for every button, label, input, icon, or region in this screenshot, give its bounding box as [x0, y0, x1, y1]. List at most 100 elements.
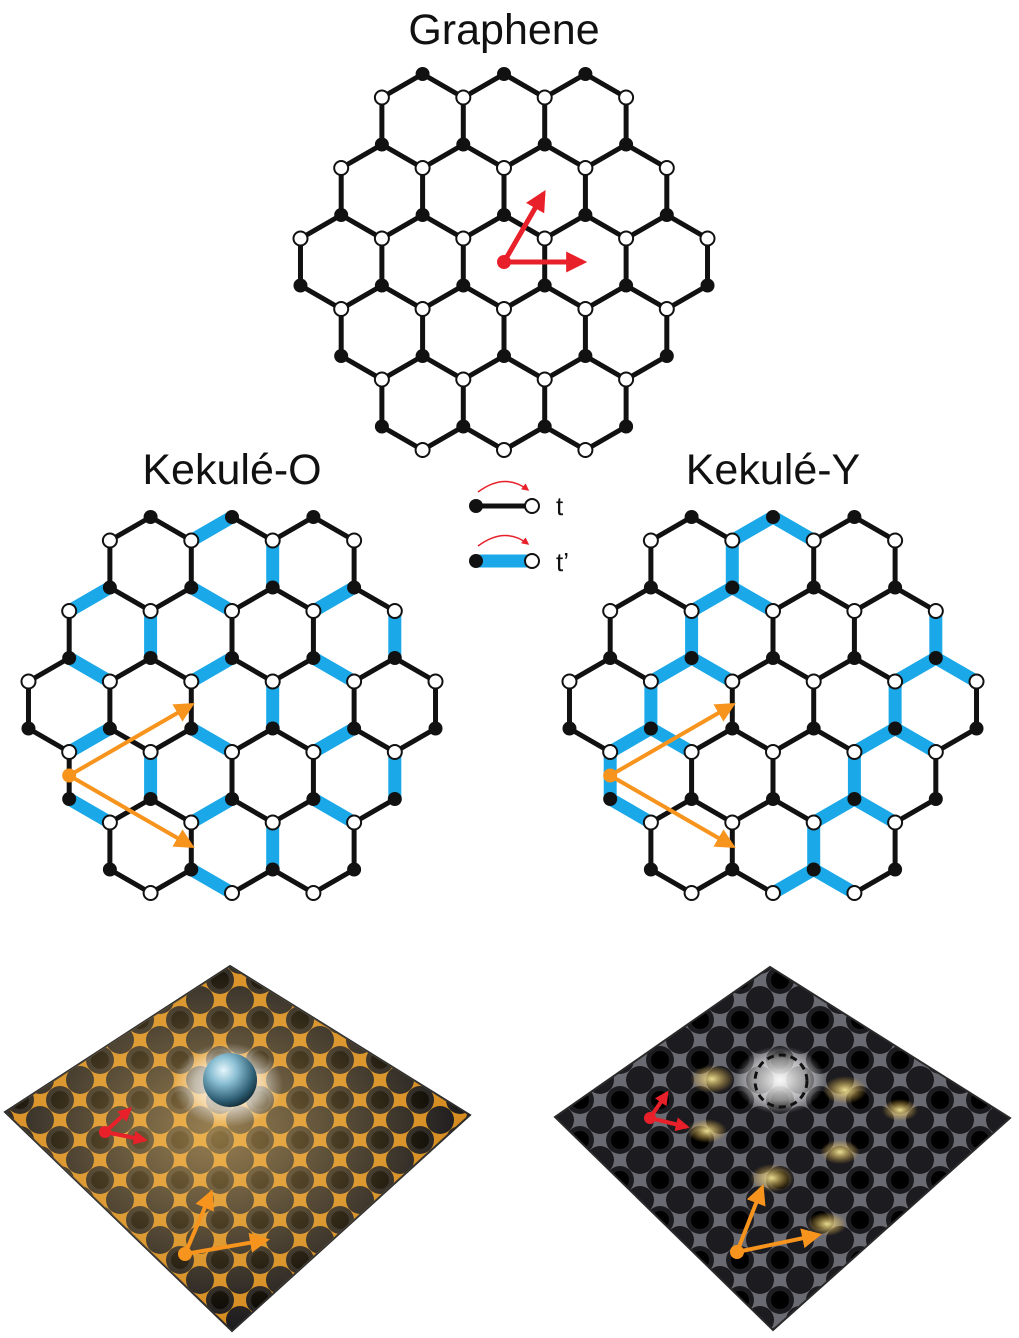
atom-filled — [334, 349, 349, 363]
atom-open — [455, 371, 472, 388]
atom-filled — [619, 137, 634, 152]
atom-filled — [374, 137, 389, 152]
surface-o-glow — [5, 966, 470, 1331]
atom-filled — [456, 278, 471, 293]
atom-filled — [888, 862, 903, 877]
atom-filled — [619, 278, 634, 293]
atom-open — [577, 160, 594, 176]
atom-open — [846, 603, 863, 619]
atom-filled — [306, 510, 321, 524]
atom-filled — [578, 349, 593, 363]
atom-open — [927, 744, 944, 760]
atom-filled — [374, 419, 389, 434]
atom-open — [101, 673, 118, 690]
latKekY-bonds — [566, 510, 984, 900]
atom-open — [61, 603, 78, 619]
atom-open — [561, 673, 578, 690]
supercell-vector-2 — [609, 773, 736, 849]
atom-open — [724, 814, 741, 831]
atom-open — [927, 603, 944, 619]
atom-open — [683, 603, 700, 619]
atom-filled — [603, 792, 618, 806]
atom-open — [292, 230, 309, 247]
atom-filled — [643, 580, 658, 595]
atom-filled — [888, 721, 903, 736]
atom-open — [386, 603, 403, 619]
atom-filled — [766, 651, 780, 665]
legend-t-label: t — [556, 491, 564, 521]
atom-filled — [847, 792, 862, 806]
graphene-lattice — [292, 67, 716, 458]
atom-open — [602, 744, 619, 760]
atom-open — [414, 160, 431, 176]
atom-open — [142, 744, 159, 760]
atom-filled — [102, 721, 117, 736]
atom-filled — [347, 862, 362, 877]
atom-filled — [225, 651, 239, 665]
atom-filled — [347, 721, 362, 736]
atom-open — [427, 673, 444, 690]
atom-open — [183, 532, 200, 549]
atom-filled — [347, 580, 362, 595]
atom-filled — [102, 580, 117, 595]
vector-origin — [603, 768, 618, 783]
atom-filled — [428, 721, 443, 736]
atom-filled — [700, 278, 715, 293]
atom-filled — [143, 510, 158, 524]
atom-open — [455, 230, 472, 247]
kekule-o-surface — [3, 964, 472, 1333]
atom-open — [968, 673, 985, 690]
hop-arrow-tprime — [477, 534, 530, 547]
kekule-o-lattice — [20, 510, 444, 901]
atom-filled — [143, 792, 158, 806]
atom-open — [765, 885, 781, 901]
atom-filled — [806, 721, 821, 736]
atom-filled — [725, 862, 740, 877]
surface-o-red-vectors — [99, 1107, 148, 1145]
atom-open — [577, 301, 594, 317]
vacancy-circle — [753, 1053, 809, 1109]
lattice-vector-2 — [501, 189, 546, 264]
atom-filled — [847, 651, 862, 665]
atom-filled — [62, 651, 77, 665]
atom-open — [224, 744, 240, 760]
atom-open — [602, 603, 619, 619]
atom-open — [805, 814, 822, 831]
atom-open — [618, 230, 635, 247]
atom-open — [346, 532, 363, 549]
atom-filled — [415, 349, 430, 363]
atom-filled — [969, 721, 984, 736]
surface-y-orange-vectors — [730, 1184, 822, 1259]
atom-filled — [928, 651, 943, 665]
atom-open — [386, 744, 403, 760]
atom-filled — [456, 137, 471, 152]
latGraphene-atoms — [292, 67, 716, 458]
graphene-title: Graphene — [408, 6, 599, 54]
atom-filled — [619, 419, 634, 434]
atom-open — [536, 89, 553, 106]
atom-open — [683, 885, 700, 901]
atom-open — [20, 673, 37, 690]
atom-open — [683, 744, 700, 760]
atom-filled — [928, 792, 943, 806]
atom-open — [887, 814, 904, 831]
surface-o-orange-vectors — [178, 1189, 270, 1261]
atom-open — [805, 673, 822, 690]
atom-filled — [684, 510, 699, 524]
atom-filled — [456, 419, 471, 434]
atom-filled — [306, 651, 321, 665]
atom-open — [846, 744, 863, 760]
atom-open — [887, 673, 904, 690]
atom-a-t — [469, 499, 483, 513]
atom-open — [61, 744, 78, 760]
atom-a-tprime — [469, 554, 483, 568]
supercell-vector-1 — [68, 702, 195, 778]
atom-open — [264, 814, 281, 831]
atom-filled — [766, 510, 780, 524]
atom-open — [224, 603, 240, 619]
atom-open — [618, 89, 635, 106]
atom-open — [373, 371, 390, 388]
atom-open — [699, 230, 716, 247]
kekule-y-title: Kekulé-Y — [686, 446, 860, 494]
atom-filled — [374, 278, 389, 293]
